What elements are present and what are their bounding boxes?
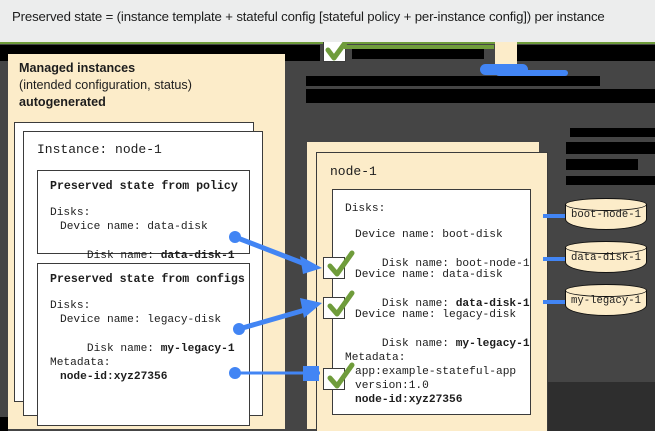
node-disk-1-name: Disk name: data-disk-1	[381, 297, 530, 310]
disk-top	[565, 198, 647, 211]
configs-disk-name-row: Disk name: my-legacy-1	[60, 327, 235, 371]
disk-link-boot	[543, 214, 566, 218]
configs-box-heading: Preserved state from configs	[50, 273, 245, 286]
checkbox-legacy-disk	[323, 297, 345, 319]
disk-label: my-legacy-1	[571, 295, 641, 307]
disk-link-legacy	[543, 300, 566, 304]
node-metadata-2: node-id:xyz27356	[355, 394, 463, 406]
managed-instances-title: Managed instances	[19, 61, 136, 75]
disk-cylinder-data-disk-1: data-disk-1	[565, 241, 647, 279]
policy-disk-name-key: Disk name:	[86, 249, 161, 262]
redaction-bar-row3	[306, 89, 655, 103]
disk-label: data-disk-1	[571, 252, 641, 264]
configs-metadata-value: node-id:xyz27356	[60, 371, 168, 383]
disk-top	[565, 284, 647, 297]
redaction-bar-side-2	[566, 142, 655, 154]
configs-device-name: Device name: legacy-disk	[60, 314, 222, 326]
policy-disk-name-row: Disk name: data-disk-1	[60, 234, 235, 278]
policy-device-name: Device name: data-disk	[60, 221, 208, 233]
managed-instances-subtitle: (intended configuration, status)	[19, 78, 192, 92]
node-disk-2-device: Device name: legacy-disk	[355, 309, 517, 321]
node-disk-0-name: Disk name: boot-node-1	[381, 257, 530, 270]
policy-box-heading: Preserved state from policy	[50, 180, 238, 193]
checkbox-metadata-nodeid	[323, 368, 345, 390]
checkbox-top	[323, 42, 346, 62]
caption-text: Preserved state = (instance template + s…	[12, 9, 605, 24]
checkbox-data-disk	[323, 257, 345, 279]
node-disk-0-device: Device name: boot-disk	[355, 229, 503, 241]
node-disk-1-device: Device name: data-disk	[355, 269, 503, 281]
blue-scribble-mark-2	[496, 70, 568, 76]
redaction-bar-side-4	[566, 176, 655, 185]
node-disk-2-name: Disk name: my-legacy-1	[381, 337, 530, 350]
top-cream-notch	[495, 42, 517, 64]
instance-label: Instance: node-1	[37, 142, 162, 157]
blue-scribble-mark-1	[480, 64, 528, 75]
managed-instances-autogenerated: autogenerated	[19, 95, 106, 109]
configs-disk-name-key: Disk name:	[86, 342, 161, 355]
disk-cylinder-my-legacy-1: my-legacy-1	[565, 284, 647, 322]
node-inner-card	[332, 189, 531, 415]
redaction-bar-side-3	[566, 159, 638, 170]
redaction-bar-bottom	[540, 382, 655, 431]
node-metadata-label: Metadata:	[345, 352, 406, 364]
disk-label: boot-node-1	[571, 209, 641, 221]
preserved-state-policy-box	[37, 170, 250, 254]
policy-disks-label: Disks:	[50, 207, 91, 219]
node-title: node-1	[330, 164, 377, 179]
disk-link-data	[543, 257, 566, 261]
redaction-bar-bottom-strip	[0, 417, 8, 431]
green-underline-top	[344, 45, 494, 49]
preserved-state-configs-box	[37, 263, 250, 426]
node-metadata-0: app:example-stateful-app	[355, 366, 517, 378]
caption-bar: Preserved state = (instance template + s…	[0, 0, 655, 42]
redaction-bar-row2	[306, 76, 600, 86]
disk-cylinder-boot-node-1: boot-node-1	[565, 198, 647, 236]
configs-disk-name-value: my-legacy-1	[160, 342, 235, 355]
policy-disk-name-value: data-disk-1	[160, 249, 235, 262]
node-metadata-1: version:1.0	[355, 380, 429, 392]
disk-top	[565, 241, 647, 254]
redaction-bar-top-right	[500, 45, 655, 61]
configs-metadata-label: Metadata:	[50, 357, 111, 369]
node-disks-label: Disks:	[345, 203, 386, 215]
configs-disks-label: Disks:	[50, 300, 91, 312]
diagram-canvas: Managed instances (intended configuratio…	[0, 42, 655, 431]
redaction-bar-side-1	[570, 128, 655, 137]
